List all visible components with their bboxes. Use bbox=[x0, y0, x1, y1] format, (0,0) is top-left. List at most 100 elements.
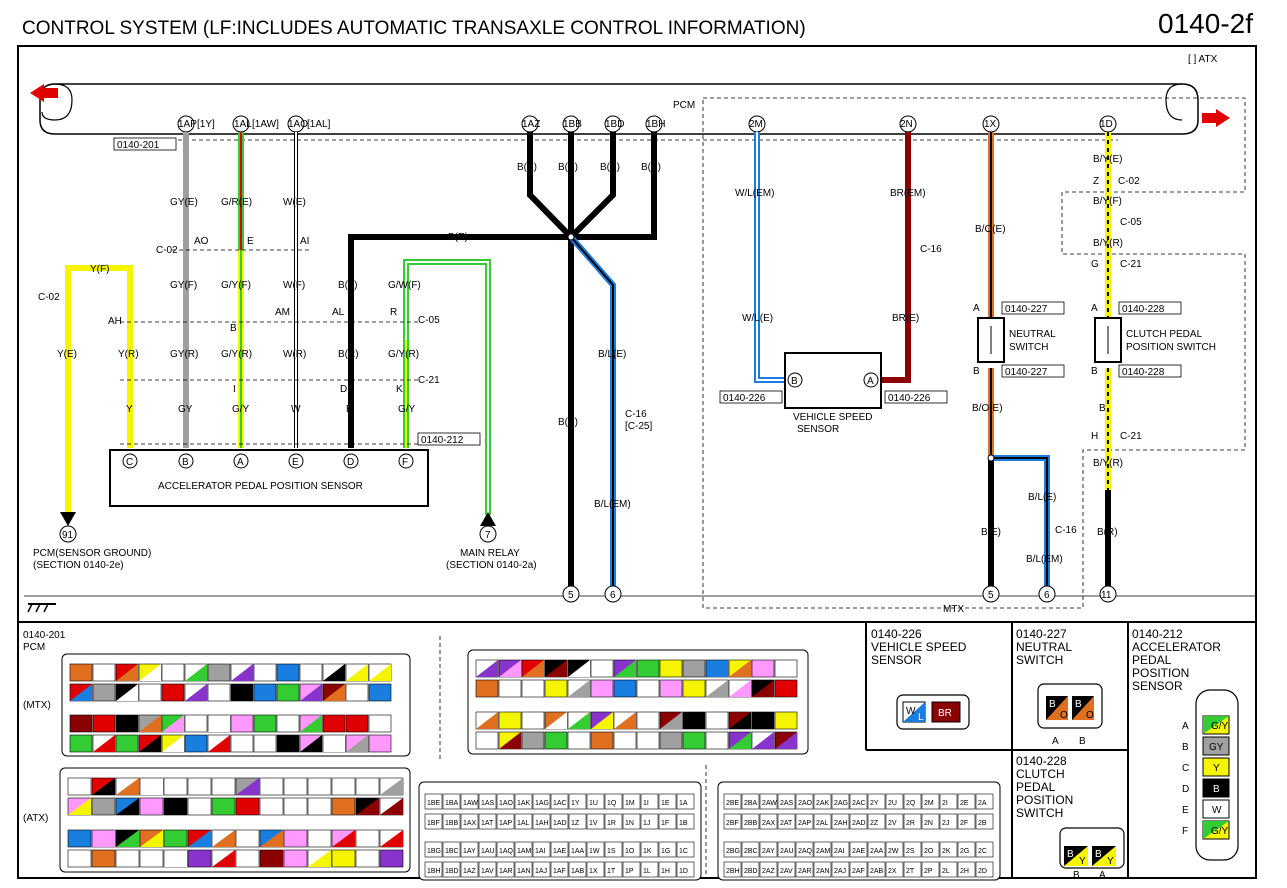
terminal-cell bbox=[795, 813, 814, 830]
connector-cell bbox=[139, 849, 164, 868]
connector-cell bbox=[368, 714, 392, 733]
svg-text:VEHICLE SPEED: VEHICLE SPEED bbox=[793, 412, 872, 423]
terminal-number: 1K bbox=[643, 848, 652, 855]
connector-cell bbox=[115, 734, 139, 753]
connector-cell bbox=[187, 797, 212, 816]
svg-text:Y: Y bbox=[1079, 856, 1086, 867]
terminal-number: 1X bbox=[589, 868, 598, 875]
terminal-number: 2BH bbox=[726, 868, 740, 875]
terminal-cell bbox=[903, 813, 922, 830]
terminal-number: 2X bbox=[888, 868, 897, 875]
terminal-number: 1U bbox=[589, 800, 598, 807]
connector-cell-stripe bbox=[545, 712, 567, 729]
connector-cell bbox=[67, 829, 92, 848]
terminal-cell bbox=[975, 813, 994, 830]
svg-text:(SECTION 0140-2e): (SECTION 0140-2e) bbox=[33, 560, 124, 571]
terminal-number: 2AO bbox=[798, 800, 813, 807]
terminal-cell bbox=[867, 841, 886, 858]
terminal-cell bbox=[604, 861, 623, 878]
connector-cell bbox=[307, 777, 332, 796]
terminal-cell bbox=[741, 813, 760, 830]
connector-cell-stripe bbox=[92, 778, 115, 795]
connector-cell-stripe bbox=[499, 660, 521, 677]
svg-text:B/Y(E): B/Y(E) bbox=[1093, 154, 1122, 165]
terminal-number: 2AB bbox=[870, 868, 884, 875]
connector-cell bbox=[92, 714, 116, 733]
svg-text:Y(R): Y(R) bbox=[118, 349, 139, 360]
connector-cell-stripe bbox=[729, 732, 751, 749]
connector-cell bbox=[521, 679, 545, 698]
terminal-cell bbox=[795, 793, 814, 810]
connector-cell bbox=[636, 679, 660, 698]
connector-cell bbox=[345, 714, 369, 733]
connector-cell bbox=[69, 663, 93, 682]
connector-cell bbox=[331, 849, 356, 868]
terminal-number: 1AJ bbox=[535, 868, 547, 875]
svg-text:BR: BR bbox=[938, 708, 952, 719]
connector-cell-stripe bbox=[139, 735, 161, 752]
connector-cell bbox=[636, 659, 660, 678]
terminal-number: 2AP bbox=[798, 820, 812, 827]
connector-cell bbox=[184, 714, 208, 733]
connector-cell-stripe bbox=[380, 798, 403, 815]
svg-text:B: B bbox=[1091, 366, 1098, 377]
connector-cell-stripe bbox=[260, 830, 283, 847]
terminal-number: 2P bbox=[924, 868, 933, 875]
terminal-cell bbox=[622, 813, 641, 830]
connector-cell bbox=[590, 679, 614, 698]
svg-text:C-21: C-21 bbox=[418, 375, 440, 386]
terminal-number: 2AX bbox=[762, 820, 776, 827]
svg-text:6: 6 bbox=[610, 590, 616, 601]
terminal-cell bbox=[885, 841, 904, 858]
svg-text:PCM(SENSOR GROUND): PCM(SENSOR GROUND) bbox=[33, 548, 151, 559]
svg-text:AM: AM bbox=[275, 307, 290, 318]
svg-text:B: B bbox=[1099, 403, 1106, 414]
connector-cell bbox=[567, 731, 591, 750]
svg-text:B: B bbox=[346, 404, 353, 415]
wire-g-w bbox=[405, 261, 489, 515]
terminal-number: 2AA bbox=[870, 848, 884, 855]
terminal-cell bbox=[586, 793, 605, 810]
terminal-cell bbox=[442, 793, 461, 810]
connector-cell bbox=[259, 797, 284, 816]
terminal-cell bbox=[813, 841, 832, 858]
connector-0140-226: W L BR bbox=[896, 694, 970, 730]
terminal-label: 1D bbox=[1100, 119, 1113, 130]
connector-cell bbox=[276, 663, 300, 682]
terminal-cell bbox=[442, 841, 461, 858]
svg-text:C-05: C-05 bbox=[1120, 217, 1142, 228]
terminal-number: 1AH bbox=[535, 820, 549, 827]
connector-cell bbox=[207, 663, 231, 682]
terminal-cell bbox=[723, 813, 742, 830]
terminal-number: 1AW bbox=[463, 800, 478, 807]
connector-cell-stripe bbox=[369, 664, 391, 681]
terminal-number: 2G bbox=[960, 848, 969, 855]
connector-cell-stripe bbox=[545, 660, 567, 677]
page-title: CONTROL SYSTEM (LF:INCLUDES AUTOMATIC TR… bbox=[22, 18, 806, 39]
connector-cell-stripe bbox=[752, 732, 774, 749]
svg-text:D: D bbox=[347, 457, 354, 468]
svg-text:[C-25]: [C-25] bbox=[625, 421, 652, 432]
terminal-cell bbox=[442, 813, 461, 830]
terminal-number: 1AZ bbox=[463, 868, 477, 875]
svg-text:11: 11 bbox=[1101, 590, 1112, 601]
terminal-number: 2AQ bbox=[798, 848, 813, 855]
svg-text:B(E): B(E) bbox=[558, 417, 578, 428]
connector-cell bbox=[475, 679, 499, 698]
terminal-number: 1I bbox=[643, 800, 649, 807]
svg-text:B: B bbox=[1075, 699, 1082, 710]
svg-text:B(E): B(E) bbox=[517, 162, 537, 173]
connector-cell bbox=[69, 734, 93, 753]
svg-text:I: I bbox=[233, 384, 236, 395]
svg-text:W(E): W(E) bbox=[283, 197, 306, 208]
svg-text:PCM: PCM bbox=[23, 642, 45, 653]
terminal-cell bbox=[759, 861, 778, 878]
terminal-cell bbox=[658, 841, 677, 858]
svg-text:L: L bbox=[918, 712, 924, 723]
svg-text:0140-201: 0140-201 bbox=[23, 630, 66, 641]
connector-cell-stripe bbox=[92, 830, 115, 847]
svg-text:G/R(E): G/R(E) bbox=[221, 197, 252, 208]
svg-text:0140-212: 0140-212 bbox=[421, 435, 464, 446]
svg-text:0140-212: 0140-212 bbox=[1132, 627, 1183, 641]
